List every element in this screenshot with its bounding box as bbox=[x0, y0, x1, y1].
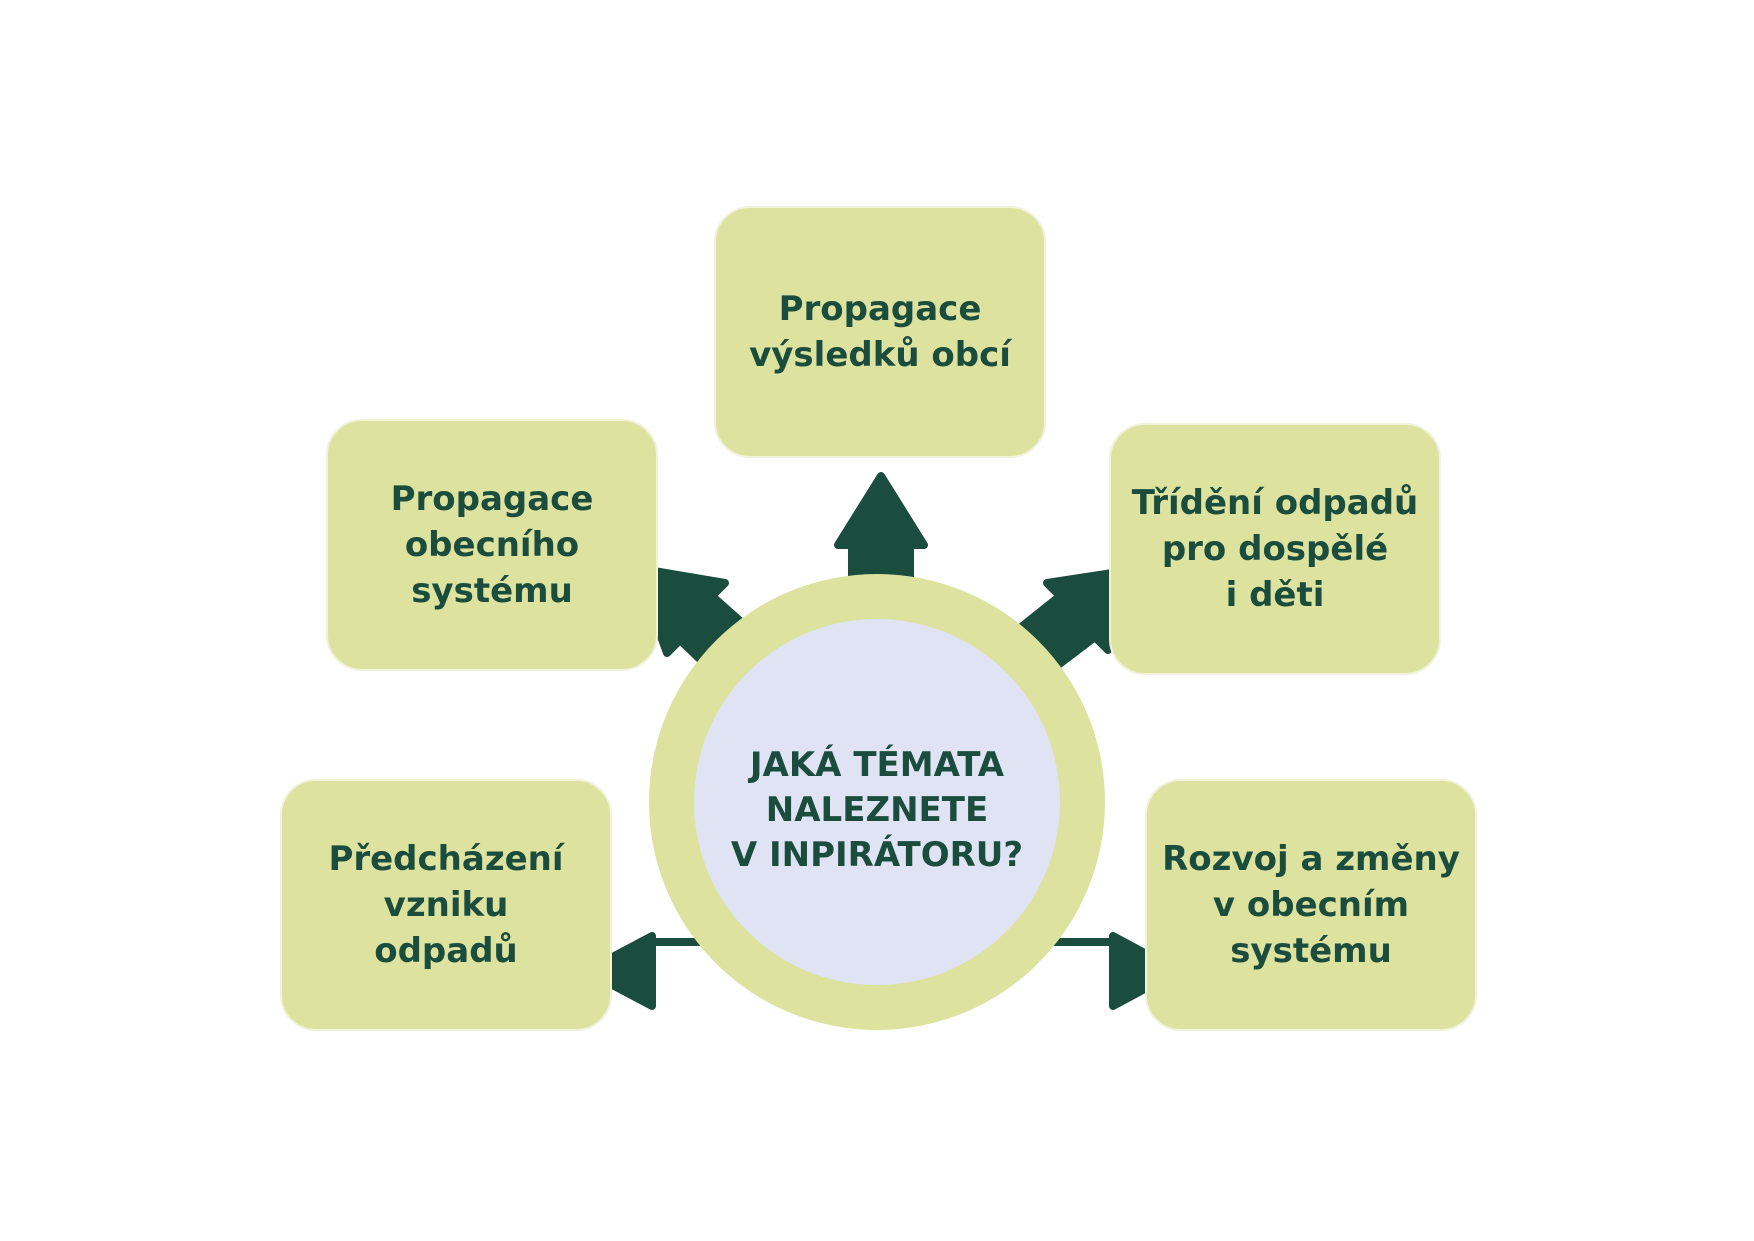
center-inner-circle bbox=[694, 619, 1060, 985]
topic-label: Propagace výsledků obcí bbox=[749, 289, 1011, 375]
topic-label: Rozvoj a změny v obecním systému bbox=[1162, 839, 1460, 971]
arrow-up-icon bbox=[834, 472, 928, 584]
topic-label: Propagace obecního systému bbox=[390, 479, 594, 611]
topic-box-lower-right: Rozvoj a změny v obecním systému bbox=[1145, 779, 1477, 1031]
topic-box-lower-left: Předcházení vzniku odpadů bbox=[280, 779, 612, 1031]
center-question: JAKÁ TÉMATA NALEZNETE V INPIRÁTORU? bbox=[730, 744, 1024, 875]
topic-label: Třídění odpadů pro dospělé i děti bbox=[1131, 483, 1419, 615]
topic-box-upper-right: Třídění odpadů pro dospělé i děti bbox=[1109, 423, 1441, 675]
topic-box-upper-left: Propagace obecního systému bbox=[326, 419, 658, 671]
topic-box-top: Propagace výsledků obcí bbox=[714, 206, 1046, 458]
topic-label: Předcházení vzniku odpadů bbox=[328, 839, 564, 971]
